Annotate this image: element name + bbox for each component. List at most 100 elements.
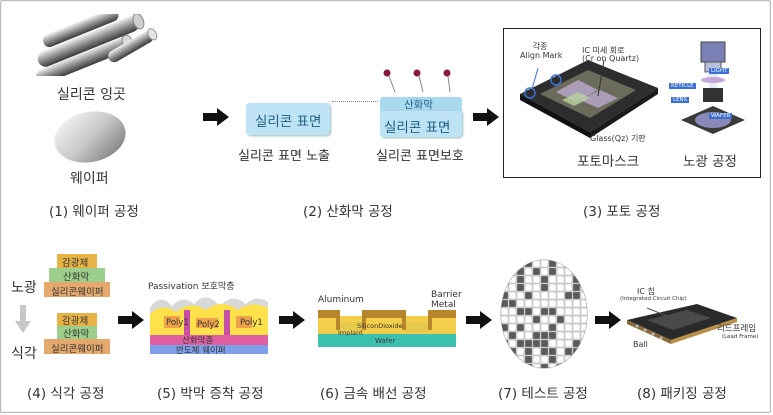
die-cell <box>524 315 533 324</box>
die-cell <box>556 307 565 316</box>
light-tag: LIGHT <box>709 68 730 74</box>
step-8-caption: (8) 패키징 공정 <box>637 386 727 402</box>
die-cell <box>564 363 573 368</box>
oxide-layer <box>49 268 105 282</box>
die-cell <box>532 283 541 292</box>
silicon-surface-box <box>246 103 330 135</box>
die-cell <box>548 331 557 340</box>
die-cell <box>532 275 541 284</box>
protected-surface-box <box>380 111 462 137</box>
die-cell <box>572 267 581 276</box>
ic-chip-label: IC 칩 <box>637 287 655 296</box>
die-cell <box>501 299 509 308</box>
die-cell <box>516 291 525 300</box>
die-cell <box>524 307 533 316</box>
die-cell <box>516 267 525 276</box>
exposure-process-label: 노광 공정 <box>683 154 737 170</box>
die-cell <box>501 339 509 348</box>
die-cell <box>564 347 573 356</box>
exposure-equipment-image <box>681 41 745 134</box>
silicon-wafer-label: 실리콘웨이퍼 <box>51 344 104 355</box>
die-cell <box>508 299 517 308</box>
ic-circuit-label: IC 미세 회로 <box>582 46 625 55</box>
die-cell <box>524 299 533 308</box>
die-cell <box>564 355 573 364</box>
die-cell <box>501 275 509 284</box>
lead-frame-en-label: (Lead Frame) <box>722 334 759 340</box>
die-cell <box>532 355 541 364</box>
die-cell <box>556 267 565 276</box>
die-cell <box>540 347 549 356</box>
die-cell <box>524 323 533 332</box>
implant-label: Implant <box>338 329 363 337</box>
die-cell <box>556 331 565 340</box>
die-cell <box>508 363 517 368</box>
die-cell <box>540 355 549 364</box>
die-cell <box>548 347 557 356</box>
wafer-image <box>54 111 126 163</box>
die-cell <box>501 355 509 364</box>
die-cell <box>580 267 587 276</box>
step-2-caption: (2) 산화막 공정 <box>303 204 393 220</box>
photoresist-label: 감광제 <box>62 316 89 327</box>
die-cell <box>540 315 549 324</box>
package-image <box>627 304 737 344</box>
step-7-caption: (7) 테스트 공정 <box>498 386 588 402</box>
die-cell <box>572 260 581 268</box>
die-cell <box>572 347 581 356</box>
step-5-caption: (5) 박막 증착 공정 <box>157 386 264 402</box>
die-cell <box>572 291 581 300</box>
silicon-wafer-layer <box>44 282 110 297</box>
die-cell <box>548 267 557 276</box>
cr-on-quartz-label: (Cr on Quartz) <box>582 54 640 63</box>
die-cell <box>548 323 557 332</box>
ingot-label: 실리콘 잉곳 <box>57 87 126 103</box>
oxide-label: 산화막 <box>63 272 90 283</box>
die-cell <box>572 315 581 324</box>
die-cell <box>516 275 525 284</box>
die-cell <box>564 260 573 268</box>
barrier-metal-label: Barrier Metal <box>431 290 462 310</box>
surface-exposure-caption: 실리콘 표면 노출 <box>238 149 330 164</box>
photomask-label: 포토마스크 <box>577 154 640 170</box>
die-cell <box>532 260 541 268</box>
die-cell <box>548 355 557 364</box>
die-cell <box>524 339 533 348</box>
die-cell <box>508 307 517 316</box>
die-cell <box>516 260 525 268</box>
die-cell <box>501 307 509 316</box>
die-cell <box>564 331 573 340</box>
metal-wiring-cross-section <box>318 310 456 347</box>
die-cell <box>580 315 587 324</box>
die-cell <box>532 347 541 356</box>
die-cell <box>556 363 565 368</box>
aluminum-label: Aluminum <box>318 295 364 305</box>
die-cell <box>540 331 549 340</box>
arrow-right-icon <box>466 311 492 329</box>
die-cell <box>556 339 565 348</box>
wafer-label: Wafer <box>375 337 396 345</box>
dotted-connector <box>332 101 378 102</box>
die-cell <box>556 315 565 324</box>
die-cell <box>564 283 573 292</box>
die-cell <box>508 315 517 324</box>
die-cell <box>540 339 549 348</box>
die-cell <box>540 291 549 300</box>
silicon-ingot-image <box>35 14 158 76</box>
arrow-right-icon <box>473 108 499 126</box>
arrow-right-icon <box>595 311 621 329</box>
die-cell <box>508 331 517 340</box>
die-cell <box>572 323 581 332</box>
poly1-right-label: Poly1 <box>240 318 263 328</box>
die-cell <box>564 307 573 316</box>
die-cell <box>532 299 541 308</box>
die-cell <box>572 355 581 364</box>
photoresist-label: 감광제 <box>62 258 89 269</box>
die-cell <box>524 267 533 276</box>
die-cell <box>540 299 549 308</box>
die-cell <box>532 315 541 324</box>
die-cell <box>540 307 549 316</box>
surface-protect-caption: 실리콘 표면보호 <box>376 149 464 164</box>
lead-frame-label: 리드프레임 <box>717 324 757 334</box>
